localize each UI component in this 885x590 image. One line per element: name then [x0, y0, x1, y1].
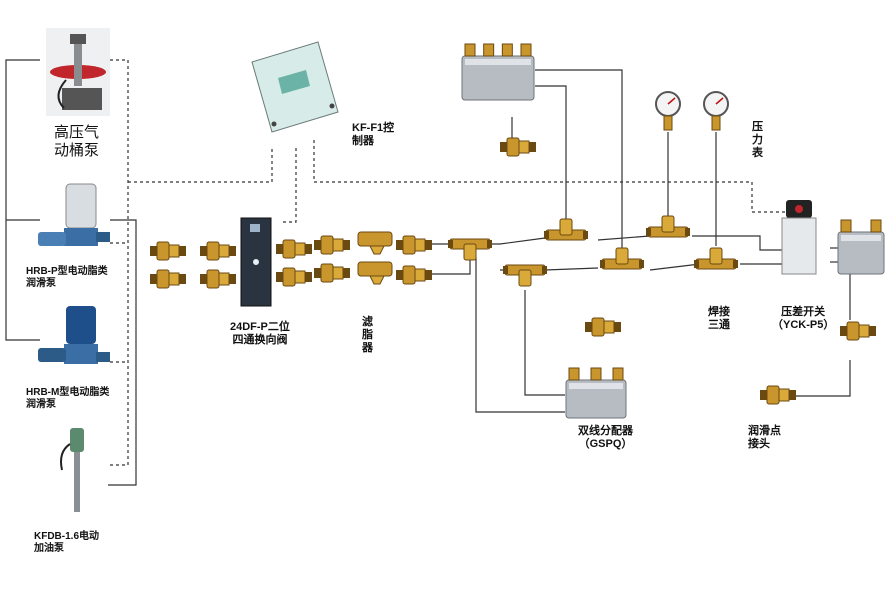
union-fitting-icon [200, 241, 236, 261]
union-fitting-icon [150, 241, 186, 261]
union-fitting-icon [150, 269, 186, 289]
union-fitting-icon [276, 267, 312, 287]
supply-line [796, 360, 851, 397]
tee-fitting-icon [600, 247, 644, 270]
reversing-valve-label: 24DF-P二位四通换向阀 [230, 321, 290, 347]
distributor-block-icon [837, 219, 885, 275]
electric-oil-pump-icon [60, 428, 84, 512]
control-line [280, 148, 297, 223]
union-fitting-icon [840, 321, 876, 341]
distributor-label: 双线分配器（GSPQ） [578, 425, 633, 451]
weld-tee-label: 焊接三通 [708, 306, 730, 332]
filter-label: 滤脂器 [362, 316, 373, 355]
control-line [128, 148, 273, 183]
tee-fitting-icon [503, 264, 547, 287]
supply-line [535, 69, 623, 250]
supply-line [535, 85, 567, 222]
tee-fitting-icon [694, 247, 738, 270]
distributor-block-icon [565, 367, 627, 419]
filter-icon [357, 231, 393, 255]
grease-barrel-pump-icon [46, 28, 110, 116]
union-fitting-icon [396, 265, 432, 285]
lube-joint-label: 润滑点接头 [748, 425, 781, 451]
filter-icon [357, 261, 393, 285]
control-line [108, 59, 129, 466]
union-fitting-icon [276, 239, 312, 259]
union-fitting-icon [314, 263, 350, 283]
supply-line [692, 235, 790, 251]
controller-box-icon [251, 41, 339, 133]
electric-grease-pump-icon [38, 183, 110, 246]
hrbm-pump-label: HRB-M型电动脂类润滑泵 [26, 387, 110, 410]
pressure-switch-label: 压差开关（YCK-P5） [772, 306, 835, 332]
supply-line [524, 290, 565, 396]
supply-line [470, 257, 565, 413]
tee-fitting-icon [544, 218, 588, 241]
union-fitting-icon [760, 385, 796, 405]
union-fitting-icon [314, 235, 350, 255]
air-pump-label: 高压气动桶泵 [54, 124, 100, 159]
union-fitting-icon [200, 269, 236, 289]
pump-return-line [108, 219, 137, 486]
reversing-valve-icon [240, 217, 272, 307]
supply-line [597, 235, 651, 241]
pump-bracket-line [5, 59, 40, 341]
union-fitting-icon [500, 137, 536, 157]
pressure-gauge-label: 压力表 [752, 121, 763, 160]
tee-fitting-icon [646, 215, 690, 238]
distributor-block-icon [461, 43, 535, 101]
supply-line [649, 263, 701, 271]
control-line [313, 140, 790, 213]
electric-grease-pump-icon [38, 306, 110, 364]
pressure-gauge-icon [655, 91, 681, 131]
hrbp-pump-label: HRB-P型电动脂类润滑泵 [26, 266, 108, 289]
kfdb-pump-label: KFDB-1.6电动加油泵 [34, 531, 100, 554]
union-fitting-icon [396, 235, 432, 255]
controller-label: KF-F1控制器 [352, 122, 395, 148]
union-fitting-icon [585, 317, 621, 337]
pressure-switch-icon [781, 200, 817, 275]
pressure-gauge-icon [703, 91, 729, 131]
tee-fitting-icon [448, 238, 492, 261]
